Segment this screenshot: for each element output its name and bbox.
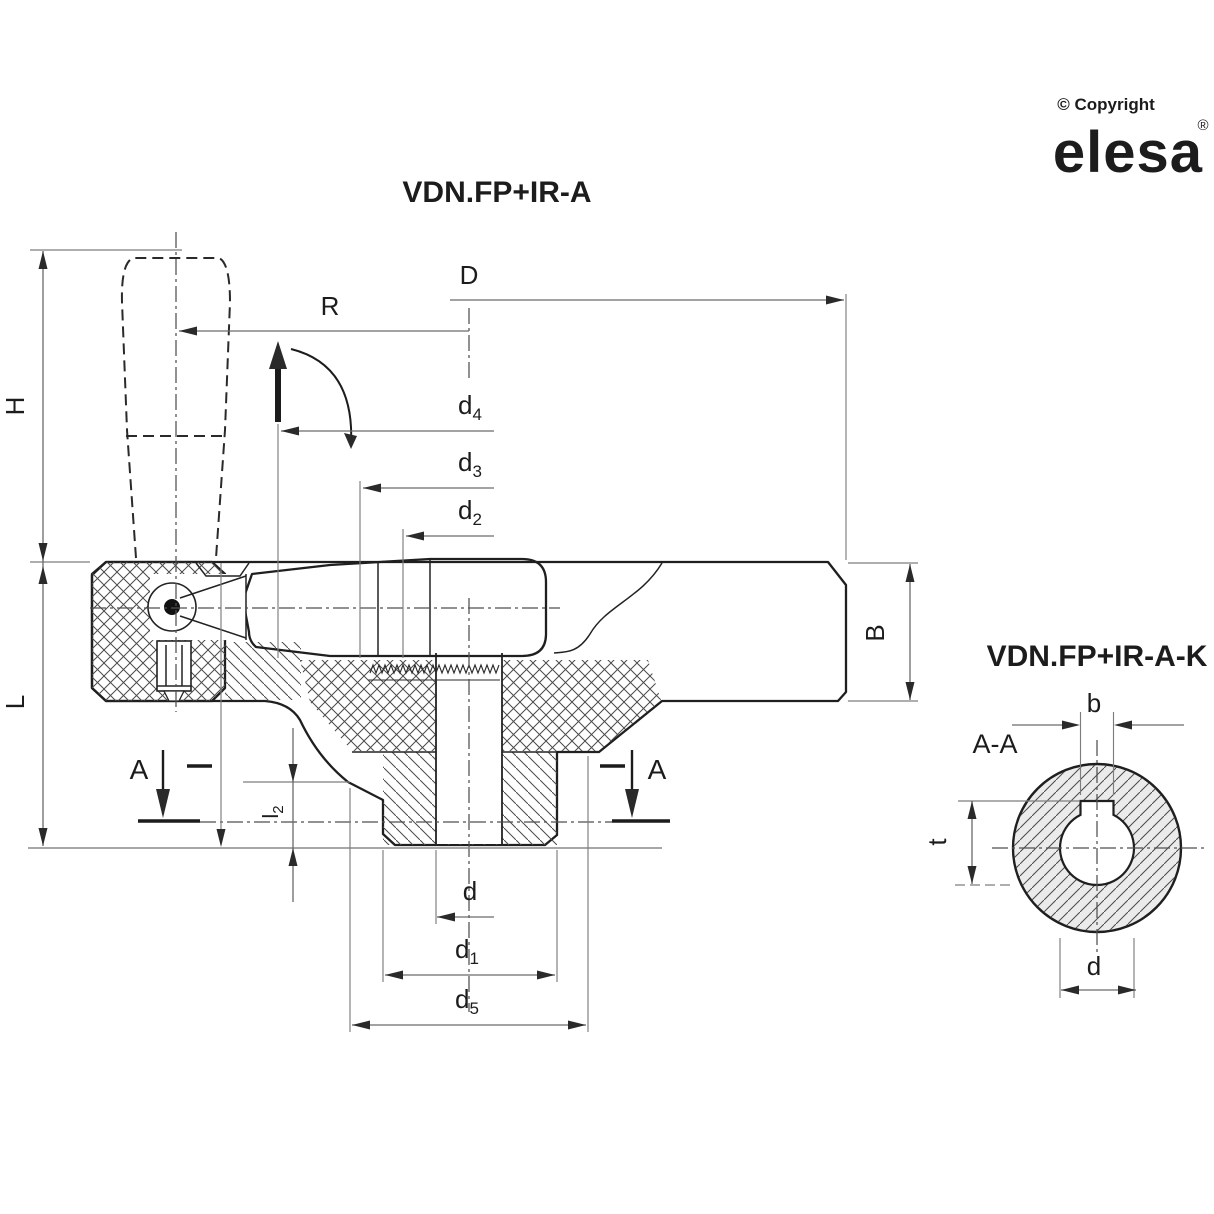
pivot-mechanism — [147, 562, 250, 702]
dim-label-H: H — [0, 397, 30, 416]
dim-d: d — [435, 850, 494, 924]
handle-seat — [195, 562, 250, 577]
dim-d-section: d — [1059, 938, 1136, 998]
fold-direction-indicator — [269, 341, 357, 449]
dim-D: D — [450, 260, 847, 560]
pivot-pin — [164, 599, 180, 615]
dim-label-B: B — [860, 624, 890, 641]
brand-logo-text: elesa — [1053, 120, 1203, 185]
dim-R: R — [179, 291, 469, 336]
dim-label-D: D — [460, 260, 479, 290]
section-view-title: VDN.FP+IR-A-K — [987, 640, 1208, 673]
dim-label-b: b — [1087, 688, 1101, 718]
dim-H-L: H L — [0, 249, 662, 849]
section-plane-A-A: A A — [130, 563, 670, 847]
rim-face-curve — [553, 562, 663, 654]
plunger — [156, 640, 192, 692]
section-marker-left: A — [130, 754, 149, 785]
section-marker-right: A — [648, 754, 667, 785]
registered-mark: ® — [1197, 117, 1208, 134]
dim-label-L: L — [0, 695, 30, 709]
thread-detail — [368, 663, 500, 681]
dim-label-d2: d2 — [458, 495, 482, 529]
dim-label-R: R — [321, 291, 340, 321]
dim-d3: d3 — [359, 447, 494, 658]
dim-label-t: t — [922, 838, 952, 846]
main-view-title: VDN.FP+IR-A — [402, 176, 591, 209]
copyright-text: © Copyright — [1057, 95, 1155, 114]
plunger-tip — [162, 690, 186, 702]
dim-t: t — [922, 800, 1080, 886]
dim-label-l2: l2 — [258, 805, 287, 818]
section-A-A-view: A-A b t — [922, 688, 1204, 998]
dim-label-d3: d3 — [458, 447, 482, 481]
section-label: A-A — [972, 729, 1017, 759]
dim-l2: l2 — [243, 728, 350, 902]
dim-label-d4: d4 — [458, 390, 482, 424]
dim-d4: d4 — [277, 390, 494, 658]
dim-B: B — [848, 562, 918, 702]
dim-label-d-section: d — [1087, 951, 1101, 981]
dim-d1: d1 — [382, 850, 558, 982]
dim-label-d5: d5 — [455, 984, 479, 1018]
dim-d5: d5 — [349, 756, 589, 1032]
upright-handle-dashed — [120, 257, 231, 559]
elesa-logo: © Copyright elesa ® — [1053, 95, 1209, 185]
fold-arc — [290, 348, 353, 446]
dim-label-d: d — [463, 876, 477, 906]
dim-d2: d2 — [402, 495, 494, 658]
dim-label-d1: d1 — [455, 934, 479, 968]
main-section-view: H L R D d4 — [0, 232, 918, 1032]
dim-b: b — [1012, 688, 1184, 795]
folded-handle — [241, 557, 548, 658]
